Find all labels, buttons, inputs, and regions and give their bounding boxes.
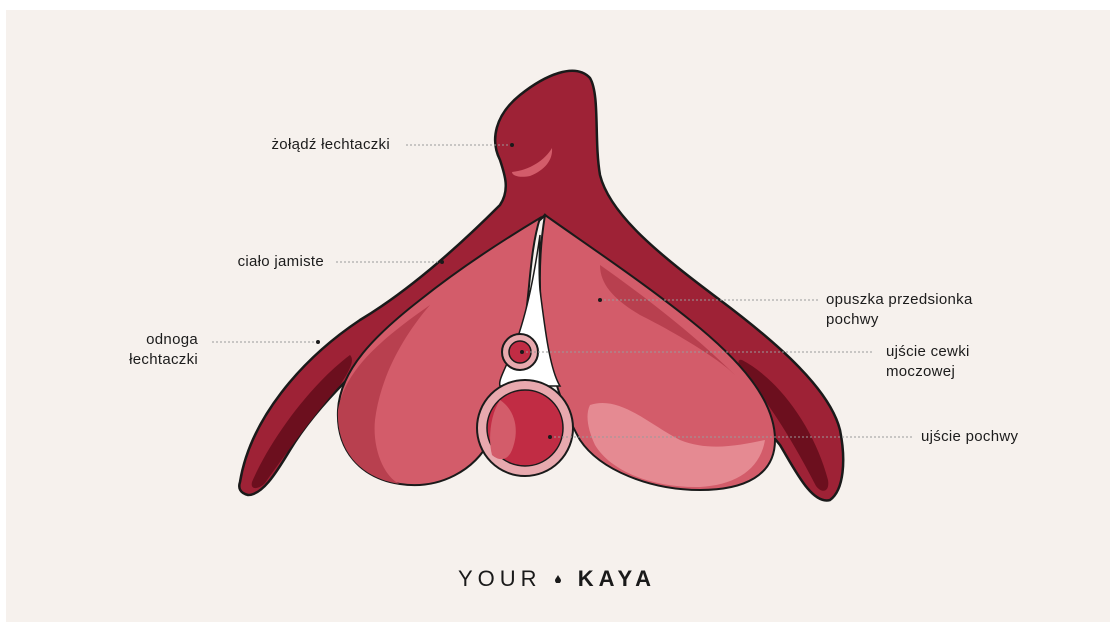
logo-text-kaya: KAYA — [578, 566, 656, 591]
droplet-icon — [555, 575, 561, 583]
logo-text-your: YOUR — [458, 566, 542, 591]
brand-logo: YOUR KAYA — [0, 566, 1114, 592]
label-urethral-opening: ujście cewki moczowej — [886, 342, 1086, 382]
label-vestibular-bulb: opuszka przedsionka pochwy — [826, 290, 1046, 330]
label-glans: żołądź łechtaczki — [200, 135, 390, 155]
vaginal-opening — [477, 380, 573, 476]
label-cavernous-body: ciało jamiste — [160, 252, 324, 272]
label-vaginal-opening: ujście pochwy — [921, 427, 1091, 447]
label-crus: odnoga łechtaczki — [80, 330, 198, 370]
